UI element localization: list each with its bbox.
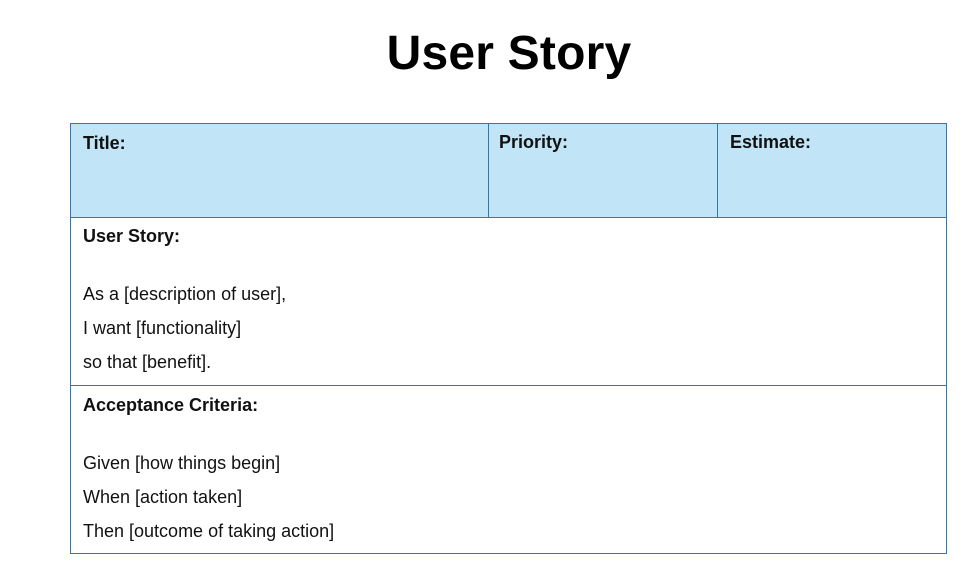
estimate-cell[interactable]: Estimate: — [718, 124, 946, 217]
title-label: Title: — [83, 133, 126, 153]
acceptance-criteria-heading: Acceptance Criteria: — [83, 395, 259, 415]
user-story-heading: User Story: — [83, 226, 181, 246]
acceptance-criteria-line: When [action taken] — [83, 487, 243, 507]
user-story-line: so that [benefit]. — [83, 352, 212, 372]
estimate-label: Estimate: — [730, 132, 812, 152]
acceptance-criteria-line: Given [how things begin] — [83, 453, 281, 473]
user-story-section[interactable]: User Story: As a [description of user], … — [71, 218, 946, 386]
card-header-row: Title: Priority: Estimate: — [71, 124, 946, 218]
priority-cell[interactable]: Priority: — [489, 124, 718, 217]
page-title: User Story — [386, 27, 632, 80]
user-story-line: As a [description of user], — [83, 284, 287, 304]
user-story-line: I want [functionality] — [83, 318, 242, 338]
priority-label: Priority: — [499, 132, 569, 152]
acceptance-criteria-line: Then [outcome of taking action] — [83, 521, 335, 541]
title-cell[interactable]: Title: — [71, 124, 489, 217]
acceptance-criteria-section[interactable]: Acceptance Criteria: Given [how things b… — [71, 387, 946, 553]
user-story-card: Title: Priority: Estimate: User Story: A… — [70, 123, 947, 554]
